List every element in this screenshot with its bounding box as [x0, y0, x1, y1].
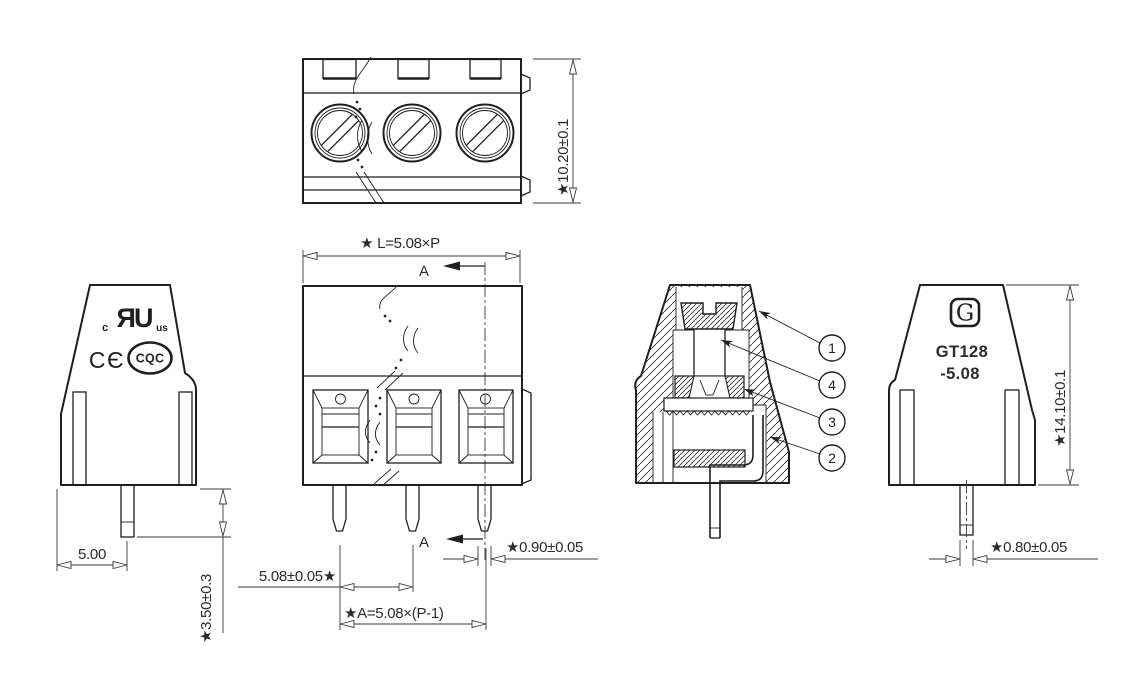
brand-logo-letter: G: [956, 301, 974, 327]
dim-pin-offset: 5.00: [56, 489, 128, 571]
brand-logo-icon: G: [949, 297, 981, 328]
dim-overall-height-side: ★14.10±0.1: [1006, 284, 1079, 486]
solder-pin-1: [332, 485, 347, 532]
section-arrow-bottom-icon: [446, 534, 463, 544]
mounting-slot-right-2: [1004, 389, 1020, 486]
dim-length-label: ★ L=5.08×P: [360, 235, 440, 252]
cqc-mark-icon: CQC: [127, 341, 173, 375]
terminal-opening-3: [458, 389, 514, 464]
dim-overall-height-label: ★10.20±0.1: [555, 119, 572, 196]
ce-mark-icon: CЄ: [89, 347, 125, 373]
ul-recognized-icon: ЯU c us: [102, 303, 168, 334]
dim-pin-width: ★0.90±0.05: [443, 539, 598, 566]
right-side-view: G GT128 -5.08 ★14.10±0.1 ★0.80±0.05: [888, 284, 1098, 566]
screw-head-2: [382, 103, 442, 163]
side-tab-upper: [520, 72, 531, 96]
balloon-4-number: 4: [828, 377, 836, 393]
section-marker-bottom: A: [419, 534, 483, 551]
dim-pin-protrusion: ★3.50±0.3: [137, 488, 231, 643]
clamp-screw: [680, 302, 738, 376]
section-marker-top: A: [419, 261, 485, 280]
right-view-pin: [959, 480, 974, 549]
cqc-mark-letters: CQC: [136, 352, 164, 366]
dim-pitch-label: 5.08±0.05★: [259, 568, 336, 585]
housing-notches: [322, 58, 502, 80]
front-view: ★ L=5.08×P A: [238, 235, 598, 630]
ce-mark-letters: CЄ: [89, 347, 125, 373]
balloon-1: 1: [818, 334, 846, 362]
balloon-3-number: 3: [828, 414, 836, 430]
balloon-2-number: 2: [828, 450, 836, 466]
dim-pin-width-label: ★0.90±0.05: [506, 539, 583, 556]
dim-overall-height-side-label: ★14.10±0.1: [1052, 370, 1069, 447]
dim-pin-offset-label: 5.00: [78, 546, 106, 563]
balloon-4: 4: [818, 371, 846, 399]
balloon-3: 3: [818, 408, 846, 436]
balloon-2: 2: [818, 444, 846, 472]
balloon-leaders: [720, 310, 821, 455]
side-tab-lower: [520, 174, 531, 198]
terminal-opening-1: [312, 389, 369, 464]
section-arrow-top-icon: [443, 261, 460, 271]
balloon-1-number: 1: [828, 340, 836, 356]
solder-pin-2: [405, 485, 420, 532]
dim-pin-thickness: ★0.80±0.05: [929, 539, 1098, 566]
section-pin: [709, 415, 764, 539]
section-letter-bottom: A: [419, 534, 429, 551]
model-number-line2: -5.08: [940, 365, 980, 383]
wire-clamp-plate: [663, 397, 754, 416]
ul-mark-us: us: [156, 323, 168, 334]
screw-head-1: [310, 103, 370, 163]
terminal-opening-2: [386, 389, 442, 464]
top-view: ★10.20±0.1: [302, 56, 581, 204]
ul-mark-letters: ЯU: [117, 303, 152, 333]
housing-section-hatch: [635, 285, 789, 483]
section-view: 1 4 3 2: [634, 284, 846, 539]
section-letter-top: A: [419, 263, 429, 280]
dim-pin-thickness-label: ★0.80±0.05: [990, 539, 1067, 556]
mounting-slot-left-2: [899, 389, 915, 486]
dim-length: ★ L=5.08×P: [302, 235, 521, 283]
dim-pin-span-label: ★A=5.08×(P-1): [344, 605, 444, 622]
break-line-front-view: [365, 285, 419, 487]
dim-pin-protrusion-label: ★3.50±0.3: [198, 574, 215, 643]
ul-mark-c: c: [102, 322, 108, 334]
front-side-tab: [521, 387, 532, 486]
model-number-line1: GT128: [936, 343, 988, 361]
dim-pitch: 5.08±0.05★: [238, 545, 414, 630]
left-view-pin: [120, 484, 135, 538]
mounting-slot-left: [72, 391, 87, 486]
clamp-nut: [674, 375, 745, 399]
screw-head-3: [455, 103, 515, 163]
break-line-top-view: [353, 56, 385, 204]
left-side-view: ЯU c us CЄ CQC 5.00: [56, 284, 231, 643]
dim-pin-span: ★A=5.08×(P-1): [339, 548, 487, 630]
mounting-slot-right: [178, 391, 193, 486]
dim-overall-height: ★10.20±0.1: [533, 58, 581, 204]
solder-pin-3: [477, 485, 492, 532]
